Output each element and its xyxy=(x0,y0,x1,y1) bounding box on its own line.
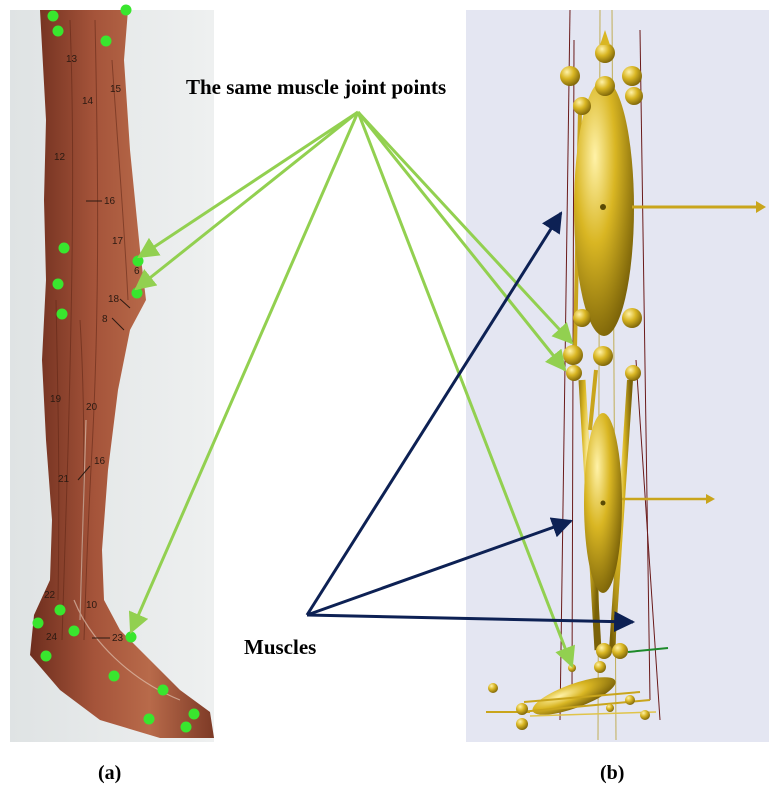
anatomy-label: 14 xyxy=(82,96,94,107)
anatomy-label: 16 xyxy=(94,456,106,467)
joint-marker xyxy=(126,632,137,643)
joint-marker xyxy=(181,722,192,733)
joint-marker xyxy=(69,626,80,637)
anatomy-label: 23 xyxy=(112,633,124,644)
panel-b-caption: (b) xyxy=(600,762,624,784)
anatomy-label: 24 xyxy=(46,632,58,643)
anatomy-label: 8 xyxy=(102,314,108,325)
joint-marker xyxy=(101,36,112,47)
anatomy-label: 18 xyxy=(108,294,120,305)
joint-marker xyxy=(133,256,144,267)
anatomy-label: 22 xyxy=(44,590,56,601)
joint-marker xyxy=(121,5,132,16)
muscles-label: Muscles xyxy=(244,635,316,659)
anatomy-label: 10 xyxy=(86,600,98,611)
joint-marker xyxy=(57,309,68,320)
anatomy-label: 6 xyxy=(134,266,140,277)
panel-a-photo: 13 14 15 12 16 17 6 18 8 19 20 16 21 22 … xyxy=(10,5,214,743)
panel-a-caption: (a) xyxy=(98,762,121,784)
joint-marker xyxy=(41,651,52,662)
anatomy-label: 13 xyxy=(66,54,78,65)
joint-marker xyxy=(189,709,200,720)
joint-marker xyxy=(48,11,59,22)
joint-marker xyxy=(53,26,64,37)
anatomy-label: 17 xyxy=(112,236,124,247)
panel-b-model xyxy=(466,10,769,742)
joint-marker xyxy=(55,605,66,616)
anatomy-label: 21 xyxy=(58,474,70,485)
anatomy-label: 15 xyxy=(110,84,122,95)
joint-marker xyxy=(59,243,70,254)
joint-marker xyxy=(144,714,155,725)
joint-marker xyxy=(158,685,169,696)
joint-marker xyxy=(33,618,44,629)
joint-points-label: The same muscle joint points xyxy=(186,75,446,99)
joint-marker xyxy=(109,671,120,682)
thigh-segment xyxy=(560,30,643,350)
joint-marker xyxy=(53,279,64,290)
anatomy-label: 19 xyxy=(50,394,62,405)
anatomy-label: 12 xyxy=(54,152,66,163)
anatomy-label: 16 xyxy=(104,196,116,207)
anatomy-label: 20 xyxy=(86,402,98,413)
